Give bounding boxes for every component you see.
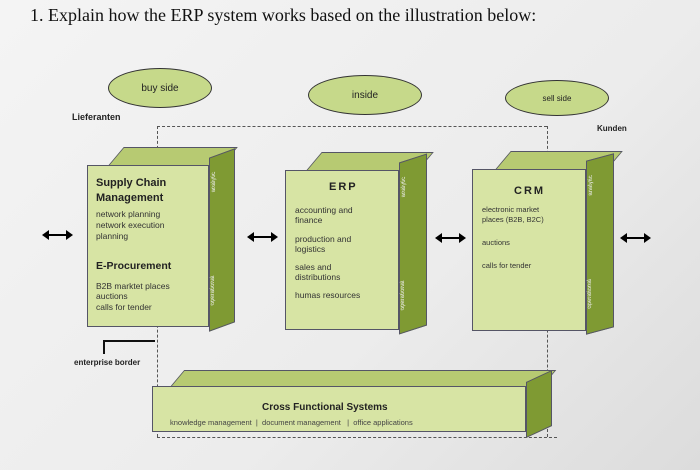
erp-item-1: accounting and bbox=[295, 205, 353, 215]
crm-side-analytic: analytic bbox=[588, 174, 595, 197]
cfs-items: knowledge management | document manageme… bbox=[170, 418, 413, 428]
scm-side-analytic: analytic bbox=[211, 170, 218, 194]
scm-eproc-item-1: B2B marktet places bbox=[96, 281, 170, 291]
inside-label: inside bbox=[351, 89, 379, 101]
enterprise-border-label: enterprise border bbox=[74, 358, 141, 367]
scm-item-3: planning bbox=[96, 231, 129, 241]
crm-side-operational: operational bbox=[586, 278, 593, 310]
scm-item-2: network execution bbox=[96, 220, 165, 230]
cfs-box: Cross Functional Systems knowledge manag… bbox=[150, 368, 560, 439]
scm-box: analytic operational Supply Chain Manage… bbox=[85, 135, 240, 332]
cfs-item-office: office applications bbox=[353, 418, 413, 427]
scm-item-1: network planning bbox=[96, 209, 161, 219]
sell-side-ellipse: sell side bbox=[505, 80, 609, 116]
enterprise-border-marker bbox=[103, 340, 155, 354]
scm-side-operational: operational bbox=[209, 274, 216, 307]
crm-item-4: calls for tender bbox=[482, 261, 532, 270]
enterprise-border-bottom bbox=[157, 437, 557, 438]
scm-eproc-item-2: auctions bbox=[96, 291, 128, 301]
erp-side-operational: operational bbox=[399, 279, 406, 312]
arrow-left-outer bbox=[42, 230, 73, 240]
erp-item-6: distributions bbox=[295, 272, 341, 282]
cfs-item-document: document management bbox=[262, 418, 341, 427]
sell-side-label: sell side bbox=[542, 93, 572, 103]
erp-side-analytic: analytic bbox=[401, 175, 408, 199]
crm-item-3: auctions bbox=[482, 238, 510, 247]
cfs-sep-2: | bbox=[347, 418, 350, 427]
erp-item-3: production and bbox=[295, 234, 352, 244]
erp-title: ERP bbox=[329, 181, 358, 193]
buy-side-ellipse: buy side bbox=[108, 68, 212, 108]
erp-box: analytic operational ERP accounting and … bbox=[283, 142, 434, 335]
kunden-label: Kunden bbox=[597, 124, 627, 133]
erp-item-5: sales and bbox=[295, 262, 332, 272]
cfs-item-knowledge: knowledge management bbox=[170, 418, 252, 427]
erp-item-2: finance bbox=[295, 215, 323, 225]
buy-side-label: buy side bbox=[141, 82, 179, 94]
arrow-scm-erp bbox=[247, 232, 278, 242]
crm-title: CRM bbox=[514, 185, 546, 197]
scm-eproc-item-3: calls for tender bbox=[96, 302, 152, 312]
question-text: 1. Explain how the ERP system works base… bbox=[30, 5, 537, 25]
lieferanten-label: Lieferanten bbox=[72, 112, 121, 122]
cfs-title: Cross Functional Systems bbox=[262, 402, 388, 413]
erp-item-4: logistics bbox=[295, 244, 326, 254]
crm-item-1: electronic market bbox=[482, 205, 540, 214]
inside-ellipse: inside bbox=[308, 75, 422, 115]
scm-eproc-title: E-Procurement bbox=[96, 260, 172, 272]
erp-item-7: humas resources bbox=[295, 290, 361, 300]
scm-title-2: Management bbox=[96, 192, 164, 204]
arrow-right-outer bbox=[620, 233, 651, 243]
crm-box: analytic operational CRM electronic mark… bbox=[470, 145, 623, 335]
cfs-sep-1: | bbox=[255, 418, 258, 427]
enterprise-border-top bbox=[157, 126, 547, 127]
scm-title-1: Supply Chain bbox=[96, 177, 167, 189]
arrow-erp-crm bbox=[435, 233, 466, 243]
crm-item-2: places (B2B, B2C) bbox=[482, 215, 544, 224]
